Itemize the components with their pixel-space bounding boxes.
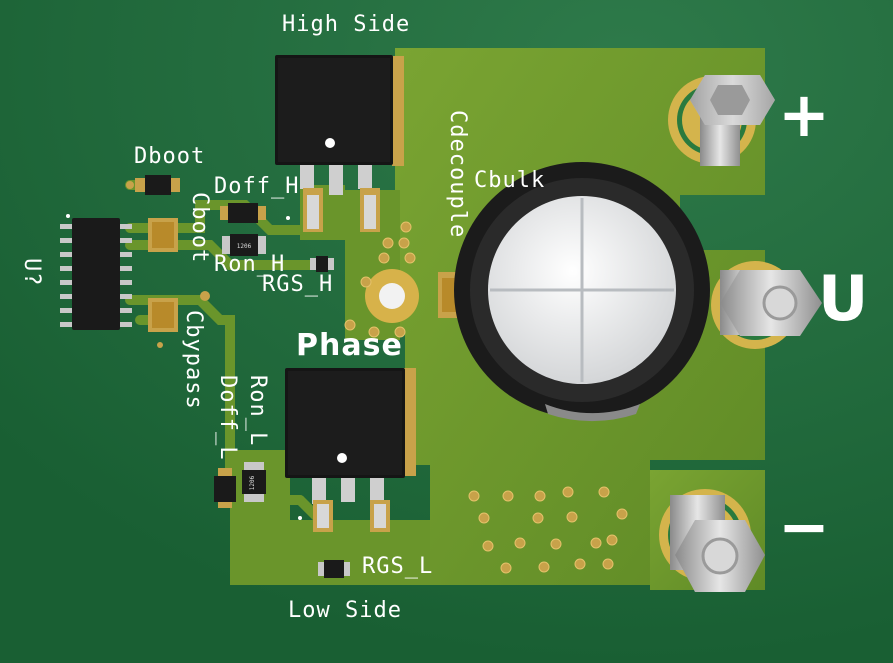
low-side-mosfet [285, 368, 416, 532]
cbulk-label: Cbulk [474, 168, 546, 193]
u7-label: U? [19, 258, 44, 287]
high-side-mosfet [275, 55, 404, 232]
dboot-diode [126, 175, 180, 195]
rgs-l-label: RGS_L [362, 554, 434, 579]
ron-l-resistor [242, 462, 266, 502]
low-side-label: Low Side [288, 598, 402, 623]
ron-h-resistor [222, 234, 266, 256]
rgs-l-resistor [318, 560, 350, 578]
cbypass-label: Cbypass [181, 310, 206, 410]
minus-terminal-label: − [778, 490, 831, 563]
rgs-h-label: RGS_H [262, 272, 334, 297]
high-side-label: High Side [282, 12, 411, 37]
dboot-label: Dboot [134, 144, 206, 169]
ron-h-label: Ron_H [214, 252, 286, 277]
phase-label: Phase [296, 328, 403, 363]
cdecouple-label: Cdecouple [445, 110, 470, 239]
u-terminal-label: U [818, 262, 870, 335]
rgs-h-resistor [310, 256, 334, 272]
doff-h-label: Doff_H [214, 174, 300, 199]
silk-dots [286, 216, 302, 520]
cbypass-capacitor [148, 291, 210, 348]
u7-ic [60, 214, 132, 330]
phase-mounting-pad [365, 269, 419, 323]
doff-h-diode [220, 203, 266, 223]
vias [344, 221, 628, 574]
terminal-minus [659, 489, 765, 592]
plus-terminal-label: + [778, 78, 831, 151]
terminal-u [711, 261, 822, 349]
ron-l-label: Ron_L [245, 375, 270, 447]
cboot-label: Cboot [187, 192, 212, 264]
ron-h-resistor-mark: 1206 [237, 243, 252, 250]
doff-l-diode [214, 468, 236, 508]
terminal-plus [668, 75, 775, 166]
ron-l-resistor-mark: 1206 [249, 475, 256, 490]
doff-l-label: Doff_L [215, 375, 240, 461]
cboot-capacitor [148, 218, 178, 252]
cbulk-capacitor [454, 162, 710, 422]
